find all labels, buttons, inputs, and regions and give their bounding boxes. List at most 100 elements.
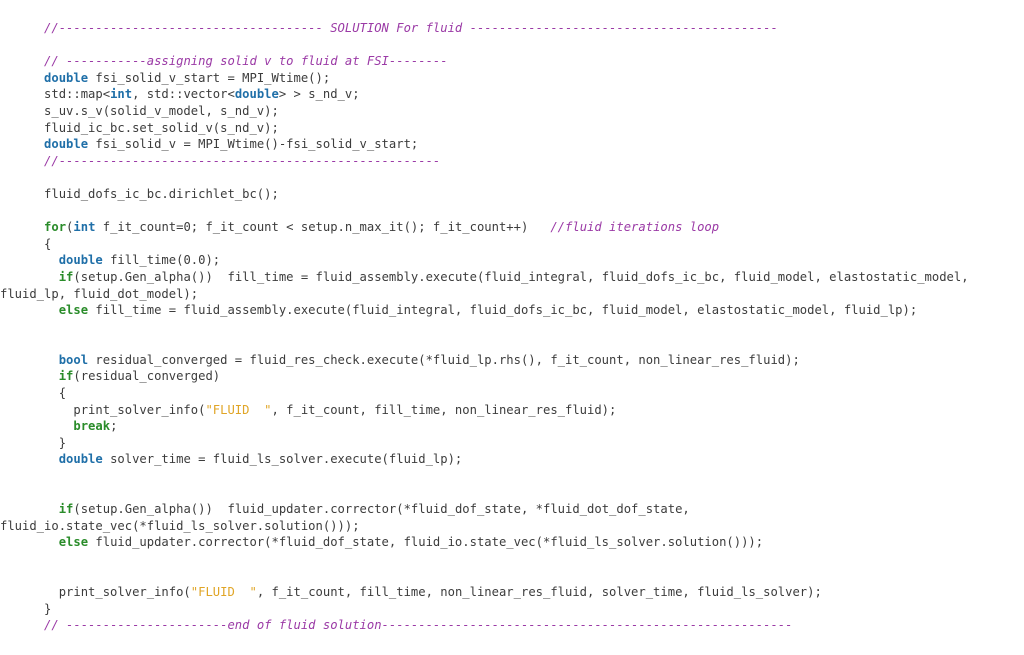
code-text [0, 353, 59, 367]
code-text: , f_it_count, fill_time, non_linear_res_… [256, 585, 822, 600]
control-keyword: if [58, 369, 74, 384]
code-text [0, 502, 59, 516]
code-comment: // ----------------------end of fluid so… [44, 618, 793, 633]
control-keyword: else [58, 535, 89, 550]
code-line: // -----------assigning solid v to fluid… [0, 53, 969, 70]
code-text: print_solver_info( [0, 585, 191, 600]
code-line [0, 568, 969, 585]
code-text: solver_time = fluid_ls_solver.execute(fl… [102, 452, 463, 467]
code-line: print_solver_info("FLUID ", f_it_count, … [0, 402, 969, 419]
code-line: //--------------------------------------… [0, 153, 969, 170]
string-literal: "FLUID " [205, 402, 272, 417]
control-keyword: else [58, 303, 89, 318]
code-line: } [0, 601, 969, 618]
type-keyword: double [58, 253, 103, 268]
code-comment: // -----------assigning solid v to fluid… [44, 54, 448, 69]
code-line: break; [0, 418, 969, 435]
code-line: double fsi_solid_v = MPI_Wtime()-fsi_sol… [0, 136, 969, 153]
code-text: residual_converged = fluid_res_check.exe… [88, 352, 800, 367]
control-keyword: for [44, 220, 67, 235]
code-text [0, 270, 59, 284]
code-text: , f_it_count, fill_time, non_linear_res_… [271, 402, 617, 417]
code-text: fluid_ic_bc.set_solid_v(s_nd_v); [0, 120, 279, 135]
code-line [0, 468, 969, 485]
code-line: fluid_ic_bc.set_solid_v(s_nd_v); [0, 120, 969, 137]
code-text [0, 303, 59, 317]
type-keyword: bool [58, 352, 89, 367]
code-line [0, 319, 969, 336]
code-text [0, 369, 59, 383]
code-line: for(int f_it_count=0; f_it_count < setup… [0, 219, 969, 236]
code-text: fluid_dofs_ic_bc.dirichlet_bc(); [0, 186, 279, 201]
code-text [0, 21, 44, 35]
code-text [0, 71, 44, 85]
control-keyword: break [73, 419, 111, 434]
code-line: print_solver_info("FLUID ", f_it_count, … [0, 584, 969, 601]
code-text: fluid_lp, fluid_dot_model); [0, 286, 199, 301]
code-line [0, 203, 969, 220]
string-literal: "FLUID " [190, 585, 257, 600]
code-text: fill_time = fluid_assembly.execute(fluid… [88, 303, 918, 318]
code-text: (setup.Gen_alpha()) fluid_updater.correc… [73, 502, 690, 517]
code-text: { [0, 236, 52, 251]
code-text [0, 220, 44, 234]
code-text: } [0, 601, 52, 616]
type-keyword: double [234, 87, 279, 102]
code-line: } [0, 435, 969, 452]
code-line: s_uv.s_v(solid_v_model, s_nd_v); [0, 103, 969, 120]
code-text: fill_time(0.0); [102, 253, 221, 268]
code-text: fsi_solid_v = MPI_Wtime()-fsi_solid_v_st… [88, 137, 419, 152]
type-keyword: int [73, 220, 96, 235]
code-line [0, 169, 969, 186]
code-text: > > s_nd_v; [278, 87, 360, 102]
code-line [0, 551, 969, 568]
code-text: f_it_count=0; f_it_count < setup.n_max_i… [95, 220, 551, 235]
code-comment: //------------------------------------ S… [44, 21, 778, 35]
code-line: double fill_time(0.0); [0, 252, 969, 269]
code-text: print_solver_info( [0, 402, 206, 417]
code-line [0, 335, 969, 352]
code-line: else fill_time = fluid_assembly.execute(… [0, 302, 969, 319]
code-comment: //fluid iterations loop [550, 220, 720, 235]
code-line: if(setup.Gen_alpha()) fluid_updater.corr… [0, 501, 969, 518]
code-text: std::map< [0, 87, 111, 102]
code-line: fluid_dofs_ic_bc.dirichlet_bc(); [0, 186, 969, 203]
code-text: fluid_io.state_vec(*fluid_ls_solver.solu… [0, 518, 360, 533]
code-text [0, 452, 59, 466]
code-text: (setup.Gen_alpha()) fill_time = fluid_as… [73, 269, 969, 284]
code-text: (residual_converged) [73, 369, 221, 384]
code-text: ; [110, 419, 118, 434]
type-keyword: int [110, 87, 133, 102]
code-text: , std::vector< [132, 87, 235, 102]
code-line: //------------------------------------ S… [0, 20, 969, 37]
code-text: ( [66, 220, 74, 235]
code-line: { [0, 236, 969, 253]
code-text: fluid_updater.corrector(*fluid_dof_state… [88, 535, 764, 550]
code-text [0, 253, 59, 267]
code-line: { [0, 385, 969, 402]
code-line: double fsi_solid_v_start = MPI_Wtime(); [0, 70, 969, 87]
code-line: double solver_time = fluid_ls_solver.exe… [0, 451, 969, 468]
code-text [0, 154, 44, 168]
control-keyword: if [58, 502, 74, 517]
code-text: fsi_solid_v_start = MPI_Wtime(); [88, 70, 331, 85]
code-text [0, 618, 44, 632]
code-line: else fluid_updater.corrector(*fluid_dof_… [0, 534, 969, 551]
code-text: s_uv.s_v(solid_v_model, s_nd_v); [0, 103, 279, 118]
code-comment: //--------------------------------------… [44, 153, 441, 168]
code-line: if(residual_converged) [0, 368, 969, 385]
code-line: // ----------------------end of fluid so… [0, 617, 969, 634]
code-lines: //------------------------------------ S… [0, 20, 969, 634]
control-keyword: if [58, 269, 74, 284]
code-text [0, 54, 44, 68]
code-line: bool residual_converged = fluid_res_chec… [0, 352, 969, 369]
code-line: if(setup.Gen_alpha()) fill_time = fluid_… [0, 269, 969, 286]
code-line: fluid_lp, fluid_dot_model); [0, 286, 969, 303]
code-text [0, 137, 44, 151]
type-keyword: double [44, 70, 89, 85]
code-text [0, 535, 59, 549]
code-text: } [0, 435, 67, 450]
type-keyword: double [58, 452, 103, 467]
type-keyword: double [44, 137, 89, 152]
